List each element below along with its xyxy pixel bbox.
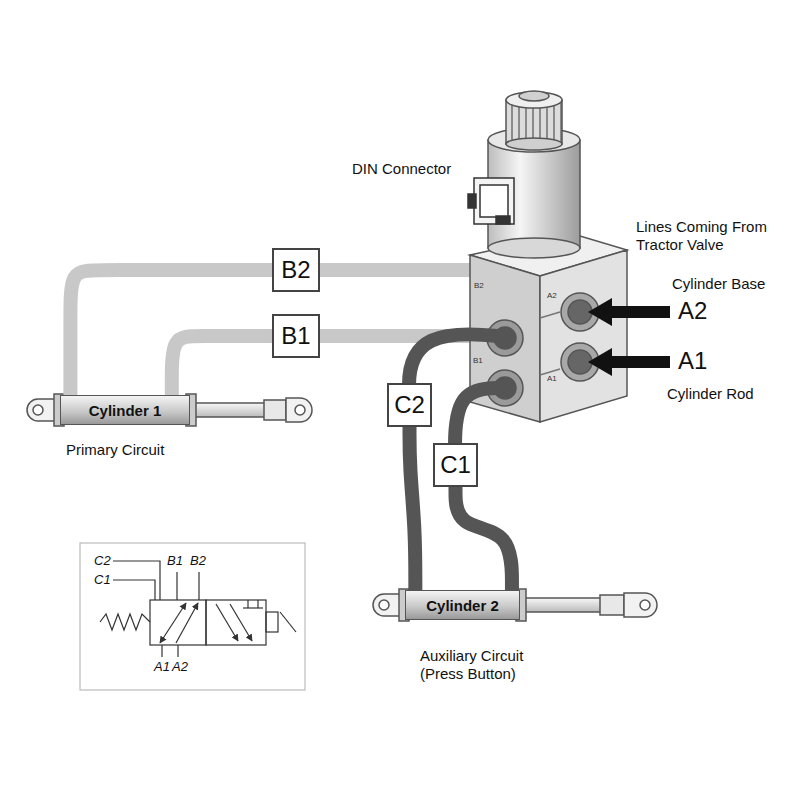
schematic-port: C1 (94, 572, 111, 588)
callout-text: DIN Connector (352, 160, 451, 178)
hydraulic-hose (70, 270, 272, 395)
port-marking: A1 (547, 374, 557, 384)
hydraulic-hose (172, 336, 272, 395)
valve-schematic (80, 543, 305, 690)
port-label: C2 (394, 391, 425, 419)
port-label: C1 (440, 451, 471, 479)
schematic-port: B1 (167, 553, 183, 569)
cylinder-name: Cylinder 2 (426, 597, 499, 614)
port-callout: A2 (678, 297, 707, 326)
port-marking: A2 (547, 291, 557, 301)
cylinder-name: Cylinder 1 (89, 402, 162, 419)
callout-text: Lines Coming From Tractor Valve (636, 218, 796, 254)
port-label: B1 (281, 322, 310, 350)
hose-tag: C2 (387, 383, 432, 427)
callout-text: Primary Circuit (66, 441, 164, 459)
cylinder-parts (27, 394, 312, 426)
hose-tag: B2 (272, 248, 320, 292)
port-arrow (588, 298, 670, 376)
schematic-port: B2 (190, 553, 206, 569)
port-callout: A1 (678, 347, 707, 376)
callout-text: Auxiliary Circuit (Press Button) (420, 647, 570, 683)
cylinder-body: Cylinder 2 (405, 590, 520, 620)
hose-tag: B1 (272, 314, 320, 358)
callout-text: Cylinder Base (672, 275, 765, 293)
cylinder-body: Cylinder 1 (60, 395, 190, 425)
cylinder-parts (373, 589, 657, 621)
callout-text: Cylinder Rod (667, 385, 754, 403)
hose (318, 270, 474, 336)
hydraulic-hose (456, 487, 512, 590)
solenoid-coil (488, 91, 580, 258)
hydraulic-hose (410, 427, 416, 590)
port-marking: B1 (473, 356, 483, 366)
port-label: B2 (281, 256, 310, 284)
port-marking: B2 (474, 281, 484, 291)
schematic-port: A2 (172, 659, 188, 675)
hose-tag: C1 (433, 443, 478, 487)
schematic-port: C2 (94, 553, 111, 569)
din-connector (468, 178, 514, 224)
schematic-port: A1 (154, 659, 170, 675)
